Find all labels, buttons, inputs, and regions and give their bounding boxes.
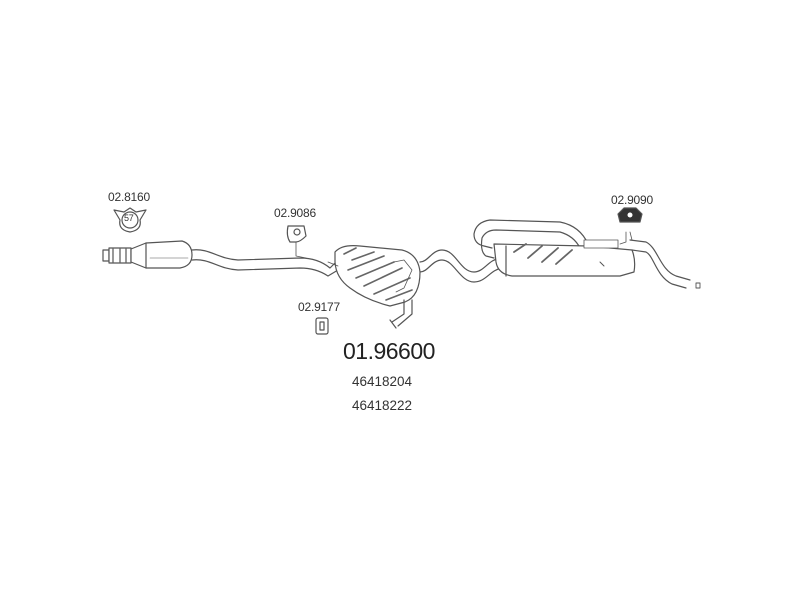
part-label-hanger-lower: 02.9177	[298, 300, 340, 314]
rear-loop-pipe	[473, 219, 589, 259]
oe-number-2: 46418222	[352, 398, 413, 413]
rear-silencer	[493, 239, 636, 277]
part-label-clamp: 02.8160	[108, 190, 150, 204]
center-silencer	[334, 245, 421, 307]
clamp-part	[113, 207, 147, 233]
hanger-rear-part	[617, 207, 643, 245]
tailpipe	[629, 239, 701, 289]
rear-pipe	[419, 249, 503, 283]
part-label-hanger-rear: 02.9090	[611, 193, 653, 207]
middle-pipe	[191, 249, 341, 277]
main-part-number: 01.96600	[343, 338, 435, 364]
front-silencer	[130, 240, 193, 269]
hanger-lower-part	[315, 317, 329, 335]
oe-number-1: 46418204	[352, 374, 413, 389]
center-tailpipe	[389, 299, 413, 329]
front-flange	[102, 247, 132, 264]
hanger-mid-part	[286, 225, 339, 267]
clamp-size-label: 57	[124, 213, 134, 223]
part-label-hanger-mid: 02.9086	[274, 206, 316, 220]
